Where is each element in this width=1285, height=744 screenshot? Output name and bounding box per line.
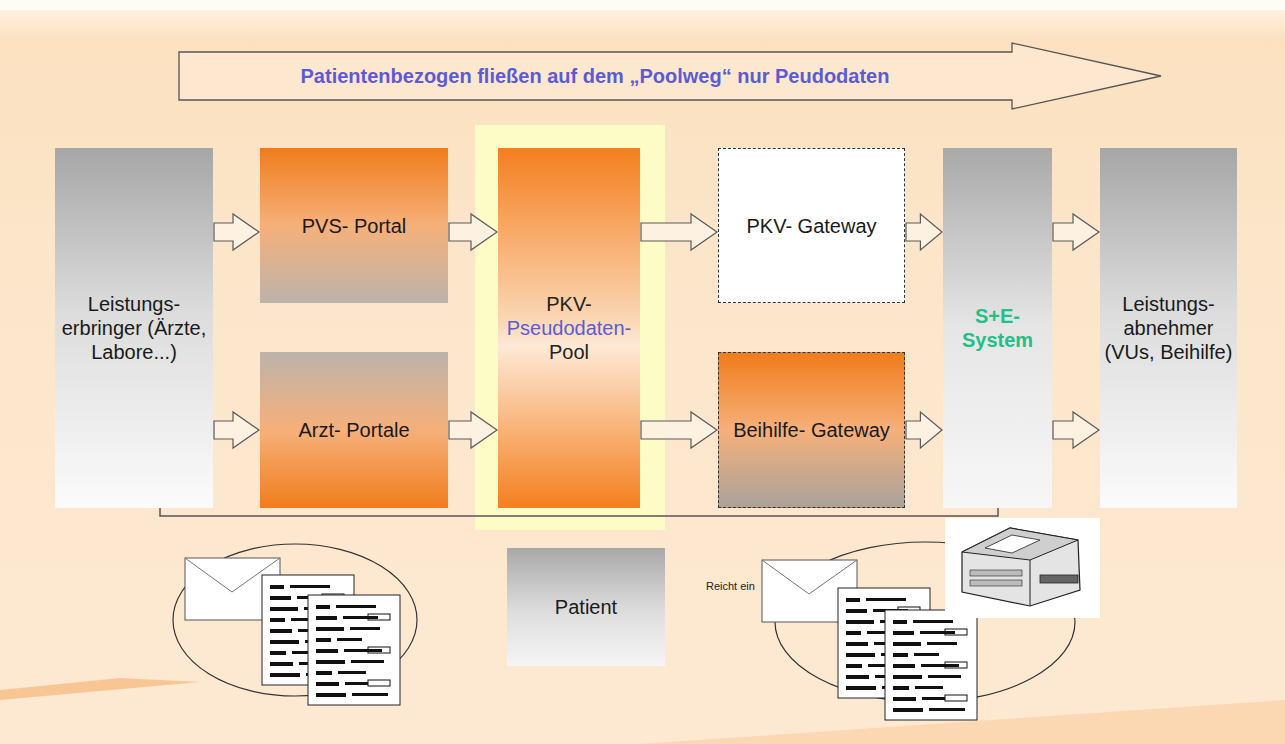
node-text: Arzt- Portale [260,418,448,442]
block-arrow [906,214,942,250]
node-text: Beihilfe- Gateway [719,418,904,442]
node-text: Patient [507,595,665,619]
block-arrow [641,214,717,250]
patient-box: Patient [507,548,665,666]
block-arrow [641,412,717,448]
provider-box: Leistungs- erbringer (Ärzte, Labore...) [55,148,213,508]
node-text: PVS- Portal [260,214,448,238]
node-text: Patientenbezogen fließen auf dem „Poolwe… [178,64,1012,88]
gateway-box: Beihilfe- Gateway [718,352,905,508]
banner-arrow: Patientenbezogen fließen auf dem „Poolwe… [178,42,1162,110]
node-text: PKV- Gateway [719,214,904,238]
paper-route-line [160,508,998,516]
pool-box: PKV-Pseudodaten-Pool [498,148,640,508]
block-arrow [906,412,942,448]
block-arrow [214,214,259,250]
node-text: Leistungs- erbringer (Ärzte, Labore...) [55,292,213,364]
note-label: Reicht ein [706,580,755,592]
node-text: Pseudodaten- [498,316,640,340]
system-box: S+E- System [943,148,1052,508]
portal-box: Arzt- Portale [260,352,448,508]
gateway-box: PKV- Gateway [718,148,905,303]
node-text: PKV- [498,292,640,316]
block-arrow [214,412,259,448]
recipient-box: Leistungs- abnehmer (VUs, Beihilfe) [1100,148,1237,508]
node-text: S+E- System [943,304,1052,352]
block-arrow [449,412,497,448]
block-arrow [1053,214,1099,250]
node-text: Leistungs- abnehmer (VUs, Beihilfe) [1100,292,1237,364]
portal-box: PVS- Portal [260,148,448,303]
block-arrow [449,214,497,250]
block-arrow [1053,412,1099,448]
node-text: Pool [498,340,640,364]
